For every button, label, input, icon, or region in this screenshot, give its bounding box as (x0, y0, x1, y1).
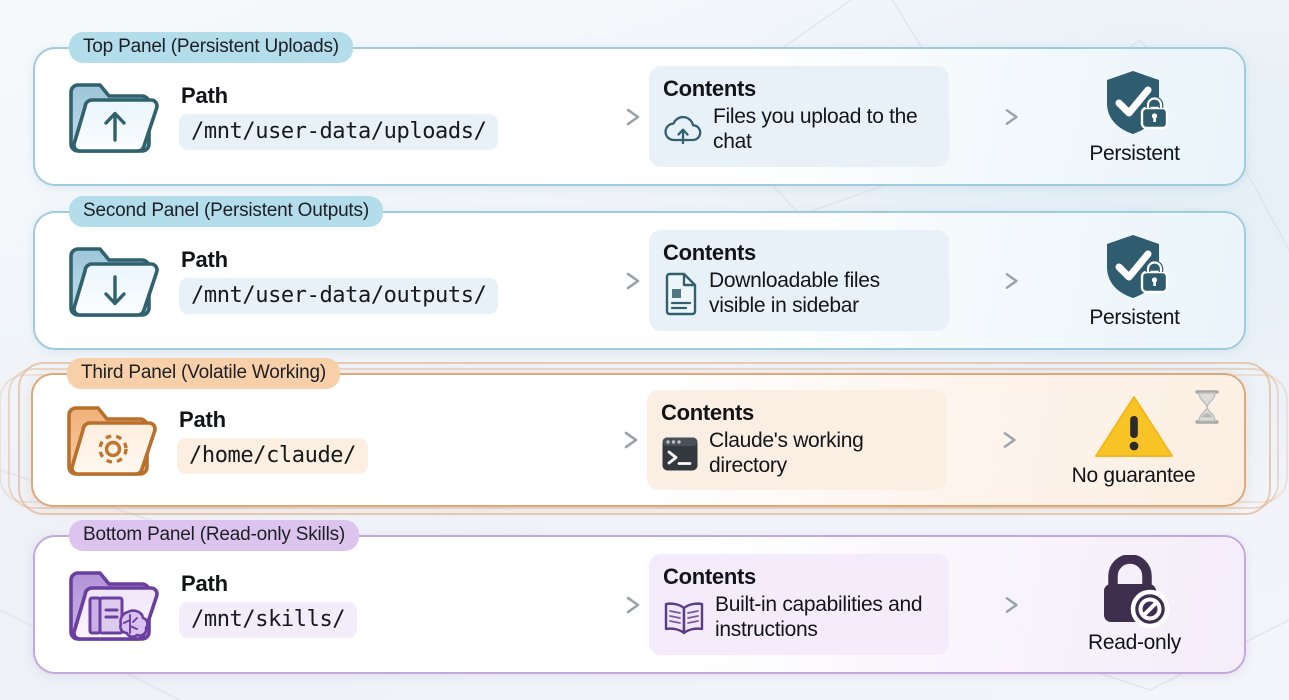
folder-download-icon (63, 240, 161, 322)
status-label: No guarantee (1071, 464, 1196, 487)
flow-arrow (561, 429, 647, 451)
folder-upload-icon (63, 76, 161, 158)
panel-tab-label: Third Panel (Volatile Working) (67, 358, 340, 389)
contents-label: Contents (661, 399, 754, 425)
contents-label: Contents (663, 240, 756, 266)
panel-tab-label: Bottom Panel (Read-only Skills) (69, 520, 360, 551)
folder-gear-icon (61, 399, 159, 481)
flow-arrow-2 (949, 106, 1025, 128)
status-block: No guarantee (1023, 392, 1244, 488)
status-block: Persistent (1025, 232, 1244, 330)
status-block: Persistent (1025, 68, 1244, 166)
panel-tab-label: Top Panel (Persistent Uploads) (69, 32, 353, 63)
contents-label: Contents (663, 76, 756, 102)
flow-arrow-2 (949, 594, 1025, 616)
terminal-icon (661, 436, 699, 472)
document-icon (663, 272, 699, 316)
flow-arrow (563, 594, 649, 616)
warning-triangle-icon (1092, 392, 1176, 462)
path-block: Path /mnt/user-data/uploads/ (63, 76, 563, 158)
contents-block: Contents Downloadable fi (649, 230, 949, 331)
contents-text: Downloadable files visible in sidebar (709, 269, 880, 317)
panel-bottom-skills[interactable]: Bottom Panel (Read-only Skills) (33, 520, 1246, 674)
contents-block: Contents Built-in capabilities and inst (649, 554, 949, 655)
shield-lock-icon (1097, 68, 1173, 140)
contents-label: Contents (663, 564, 756, 590)
contents-block: Contents Files you upload to the chat (649, 66, 949, 167)
contents-text: Claude's working directory (709, 428, 864, 477)
cloud-upload-icon (663, 113, 703, 147)
path-label: Path (181, 571, 228, 596)
flow-arrow (563, 270, 649, 292)
path-value[interactable]: /mnt/user-data/outputs/ (179, 278, 499, 314)
panel-second-outputs[interactable]: Second Panel (Persistent Outputs) Path (33, 196, 1246, 350)
path-block: Path /home/claude/ (61, 399, 561, 481)
panel-tab-label: Second Panel (Persistent Outputs) (69, 196, 383, 227)
contents-text: Files you upload to the chat (713, 105, 918, 153)
contents-text: Built-in capabilities and instructions (715, 593, 923, 641)
status-label: Persistent (1089, 305, 1180, 329)
open-book-icon (663, 599, 705, 637)
lock-blocked-icon (1095, 554, 1175, 629)
panel-third-volatile[interactable]: Third Panel (Volatile Working) (31, 358, 1246, 507)
path-label: Path (179, 406, 226, 432)
path-value[interactable]: /home/claude/ (177, 437, 368, 474)
status-label: Persistent (1089, 141, 1180, 165)
status-label: Read-only (1087, 630, 1182, 654)
flow-arrow-2 (947, 429, 1023, 451)
path-block: Path /mnt/skills/ (63, 564, 563, 646)
folder-skills-icon (63, 564, 161, 646)
path-label: Path (181, 83, 228, 108)
flow-arrow (563, 106, 649, 128)
path-label: Path (181, 247, 228, 272)
flow-arrow-2 (949, 270, 1025, 292)
path-block: Path /mnt/user-data/outputs/ (63, 240, 563, 322)
contents-block: Contents Claude's working directory (647, 389, 947, 491)
status-block: Read-only (1025, 554, 1244, 655)
path-value[interactable]: /mnt/user-data/uploads/ (179, 114, 499, 150)
hourglass-icon (1192, 389, 1222, 425)
panel-top-uploads[interactable]: Top Panel (Persistent Uploads) (33, 32, 1246, 186)
shield-lock-icon (1097, 232, 1173, 304)
path-value[interactable]: /mnt/skills/ (179, 602, 358, 638)
